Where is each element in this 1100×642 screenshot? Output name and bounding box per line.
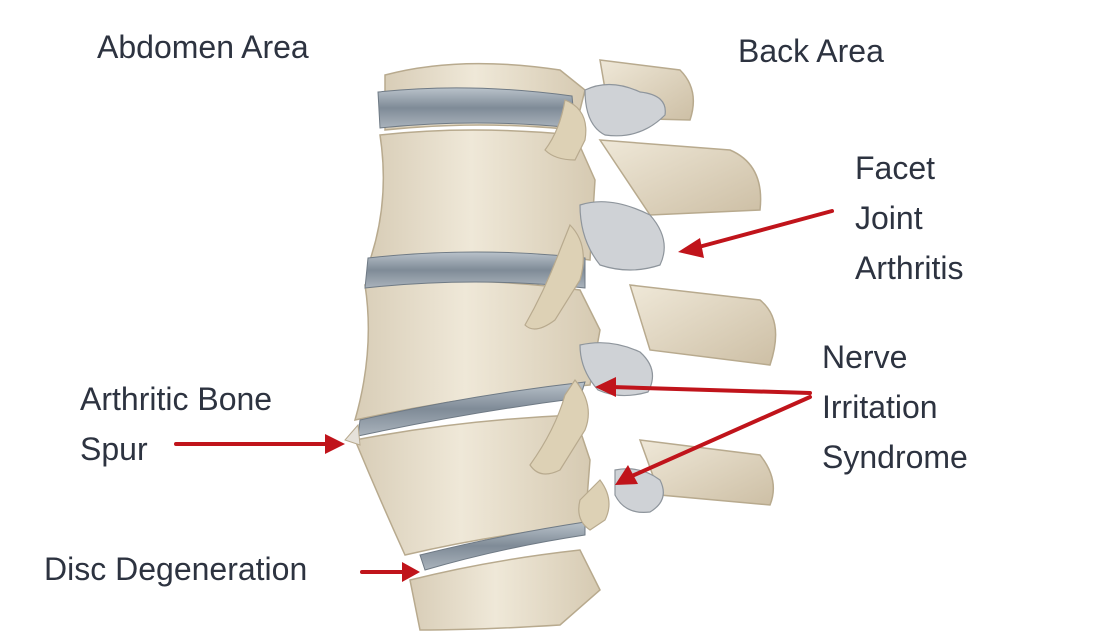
facet-arrow: [693, 209, 834, 250]
spur-arrowhead: [325, 434, 345, 454]
abdomen-area-label: Abdomen Area: [97, 29, 309, 65]
facet-joint-arthritis-line: Facet: [855, 150, 936, 186]
nerve-arrowhead-upper: [595, 377, 616, 397]
posterior-processes: [598, 59, 777, 506]
facet-joints: [579, 83, 666, 513]
arthritic-bone-spur-label: Arthritic Bone Spur: [80, 374, 272, 474]
arthritic-bone-spur-line: Spur: [80, 431, 148, 467]
annotation-arrows: [174, 209, 834, 582]
pedicles: [524, 99, 610, 531]
nerve-arrow-upper: [610, 385, 812, 395]
vertebral-bodies: [353, 62, 601, 631]
nerve-irritation-syndrome-line: Irritation: [822, 389, 938, 425]
back-area-label: Back Area: [738, 33, 884, 69]
nerve-irritation-syndrome-line: Syndrome: [822, 439, 968, 475]
nerve-irritation-syndrome-line: Nerve: [822, 339, 908, 375]
facet-joint-arthritis-label: Facet Joint Arthritis: [855, 143, 963, 293]
facet-joint-arthritis-line: Joint: [855, 200, 923, 236]
disc-arrowhead: [402, 562, 420, 582]
nerve-arrow-lower: [630, 395, 812, 478]
facet-arrowhead: [678, 238, 704, 258]
bone-spur: [344, 423, 361, 446]
nerve-irritation-syndrome-label: Nerve Irritation Syndrome: [822, 332, 968, 482]
arthritic-bone-spur-line: Arthritic Bone: [80, 381, 273, 417]
nerve-arrowhead-lower: [615, 465, 638, 485]
intervertebral-discs: [357, 87, 586, 571]
disc-degeneration-label: Disc Degeneration: [44, 551, 308, 587]
facet-joint-arthritis-line: Arthritis: [855, 250, 964, 286]
